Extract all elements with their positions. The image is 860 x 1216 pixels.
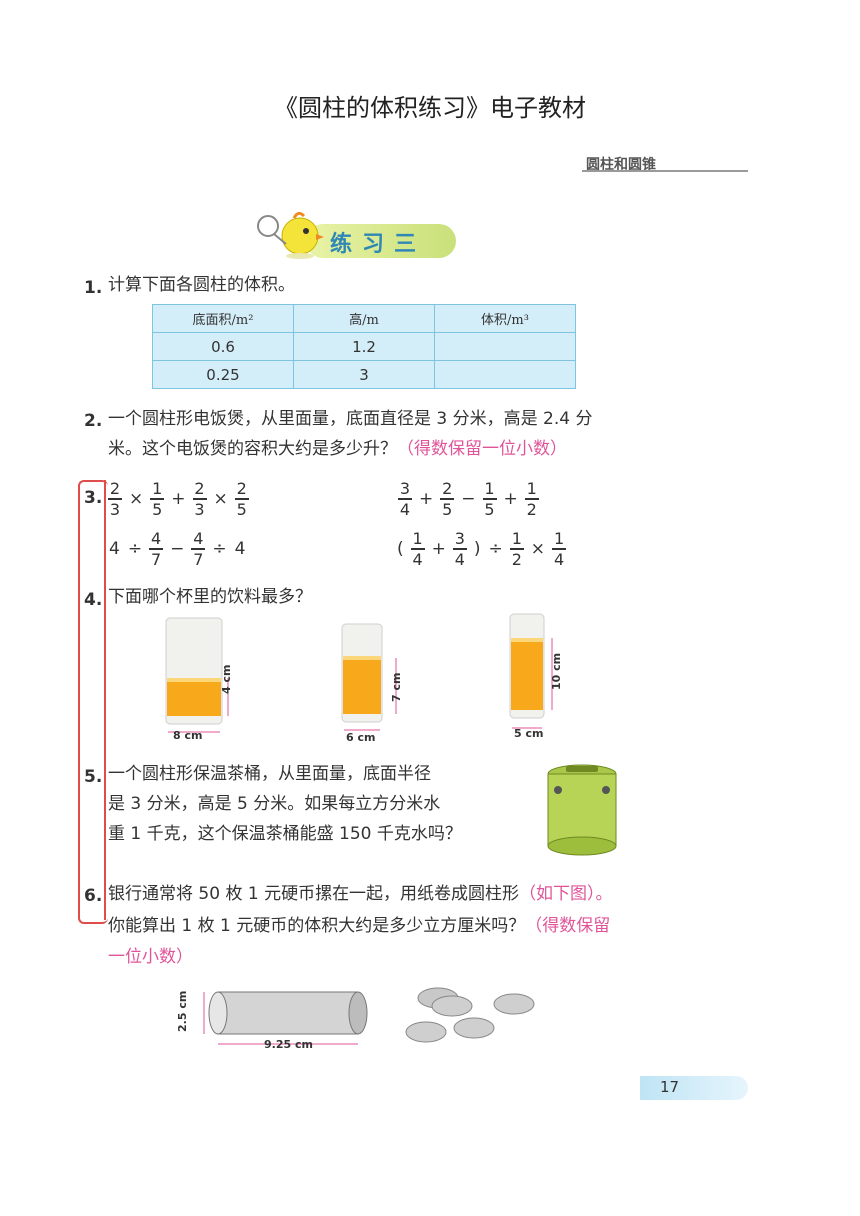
- document-title: 《圆柱的体积练习》电子教材: [274, 94, 586, 122]
- operator: ÷: [488, 538, 503, 559]
- red-bracket-edge: [104, 480, 106, 920]
- q6-note1: （如下图）。: [519, 884, 613, 904]
- q6-note2b: 一位小数）: [108, 947, 193, 967]
- q6-line2-wrap: 你能算出 1 枚 1 元硬币的体积大约是多少立方厘米吗？（得数保留: [108, 911, 610, 941]
- q1-number: 1.: [84, 278, 103, 298]
- table-header: 体积/m³: [434, 304, 576, 333]
- operator: +: [431, 538, 446, 559]
- cup-1-illustration: [165, 617, 229, 733]
- cup-3-illustration: [509, 613, 553, 729]
- operator: ×: [213, 488, 228, 509]
- table-row: 0.25 3: [152, 360, 576, 389]
- q2-note: （得数保留一位小数）: [397, 439, 567, 459]
- q5-line2: 是 3 分米，高是 5 分米。如果每立方分米水: [108, 794, 441, 814]
- q6-line2: 你能算出 1 枚 1 元硬币的体积大约是多少立方厘米吗？: [108, 916, 526, 936]
- q5-number: 5.: [84, 767, 103, 787]
- q2-line2: 米。这个电饭煲的容积大约是多少升？: [108, 439, 397, 459]
- operator: ×: [129, 488, 144, 509]
- chapter-heading: 圆柱和圆锥: [586, 157, 656, 173]
- page-number: 17: [660, 1078, 680, 1096]
- paren: (: [397, 538, 404, 559]
- q2-line2-wrap: 米。这个电饭煲的容积大约是多少升？（得数保留一位小数）: [108, 434, 567, 464]
- cup-3-height: 10 cm: [550, 652, 563, 690]
- cup-1-height: 4 cm: [220, 664, 233, 694]
- operator: −: [170, 538, 185, 559]
- table-header: 高/m: [293, 304, 435, 333]
- table-cell: 3: [293, 360, 435, 389]
- coin-roll-illustration: [203, 991, 368, 1045]
- chick-mascot-icon: [257, 211, 324, 259]
- q4-text: 下面哪个杯里的饮料最多？: [108, 587, 312, 607]
- cup-2-height: 7 cm: [390, 672, 403, 702]
- table-cell: 1.2: [293, 332, 435, 361]
- cup-2-illustration: [341, 623, 397, 731]
- red-bracket: [78, 480, 108, 924]
- operator: ÷: [212, 538, 227, 559]
- operator: −: [461, 488, 476, 509]
- cup-2-diameter: 6 cm: [346, 731, 376, 744]
- coins-icon: [405, 987, 535, 1043]
- table-row: 0.6 1.2: [152, 332, 576, 361]
- q6-number: 6.: [84, 886, 103, 906]
- table-cell: 0.6: [152, 332, 294, 361]
- q4-number: 4.: [84, 590, 103, 610]
- table-header: 底面积/m²: [152, 304, 294, 333]
- q5-line1: 一个圆柱形保温茶桶，从里面量，底面半径: [108, 764, 431, 784]
- q2-number: 2.: [84, 411, 103, 431]
- q6-line1-wrap: 银行通常将 50 枚 1 元硬币摞在一起，用纸卷成圆柱形（如下图）。: [108, 879, 613, 909]
- table-cell-answer[interactable]: [434, 332, 576, 361]
- coin-roll-length: 9.25 cm: [264, 1038, 313, 1051]
- page-number-tab: [640, 1076, 748, 1100]
- q6-line1: 银行通常将 50 枚 1 元硬币摞在一起，用纸卷成圆柱形: [108, 884, 520, 904]
- operator: +: [503, 488, 518, 509]
- tea-barrel-icon: [547, 764, 617, 856]
- number: 4: [109, 538, 120, 559]
- operator: ÷: [127, 538, 143, 559]
- q5-line3: 重 1 千克，这个保温茶桶能盛 150 千克水吗？: [108, 824, 462, 844]
- volume-table: 底面积/m² 高/m 体积/m³ 0.6 1.2 0.25 3: [152, 304, 576, 389]
- cup-1-diameter: 8 cm: [173, 729, 203, 742]
- operator: +: [419, 488, 434, 509]
- exercise-title: 练习三: [330, 232, 427, 257]
- exercise-banner: [306, 224, 456, 258]
- q1-text: 计算下面各圆柱的体积。: [108, 275, 295, 295]
- q3-number: 3.: [84, 488, 103, 508]
- operator: +: [171, 488, 186, 509]
- cup-3-diameter: 5 cm: [514, 727, 544, 740]
- paren: ): [473, 538, 481, 559]
- chapter-rule: [582, 170, 748, 172]
- q6-note2a: （得数保留: [525, 916, 611, 936]
- operator: ×: [530, 538, 546, 559]
- table-header-row: 底面积/m² 高/m 体积/m³: [152, 304, 576, 333]
- number: 4: [234, 538, 246, 559]
- table-cell: 0.25: [152, 360, 294, 389]
- table-cell-answer[interactable]: [434, 360, 576, 389]
- q2-line1: 一个圆柱形电饭煲，从里面量，底面直径是 3 分米，高是 2.4 分: [108, 409, 593, 429]
- coin-roll-diameter: 2.5 cm: [176, 990, 189, 1032]
